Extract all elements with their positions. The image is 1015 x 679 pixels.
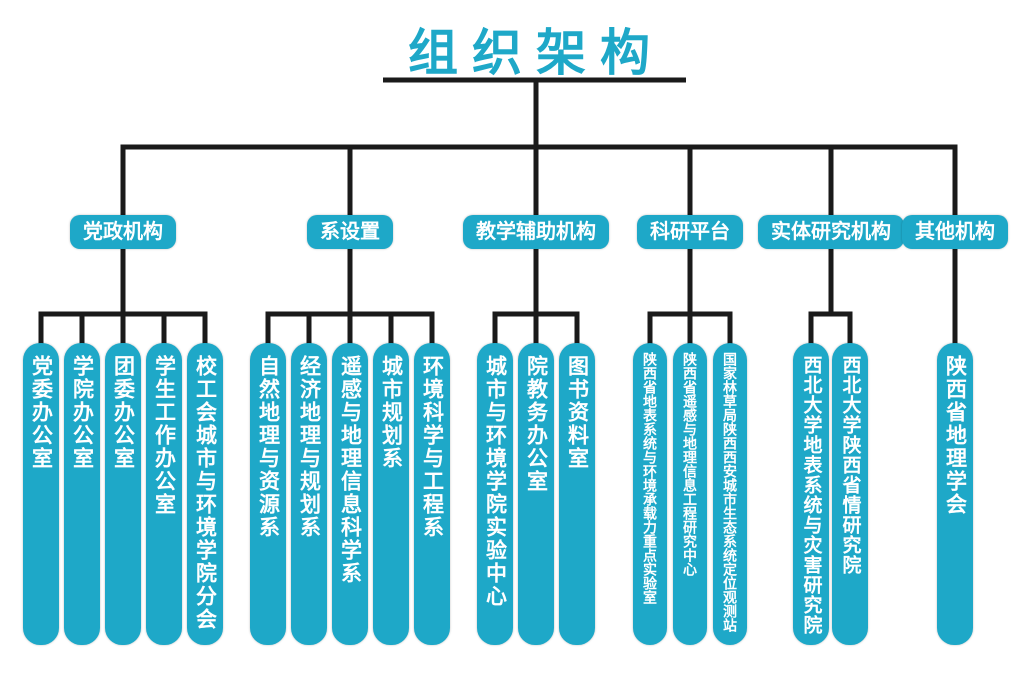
category-research-platforms: 科研平台 (637, 215, 743, 249)
group2-connectors (265, 247, 435, 345)
category-teaching-support: 教学辅助机构 (463, 215, 609, 249)
org-unit-pill: 校工会城市与环境学院分会 (187, 343, 223, 645)
org-unit-pill: 国家林草局陕西西安城市生态系统定位观测站 (713, 343, 747, 645)
org-unit-pill: 学院办公室 (64, 343, 100, 645)
category-party-government: 党政机构 (70, 215, 176, 249)
org-unit-pill: 西北大学陕西省情研究院 (832, 343, 868, 645)
org-unit-pill: 党委办公室 (23, 343, 59, 645)
group5-connectors (808, 247, 853, 345)
org-unit-pill: 陕西省地理学会 (937, 343, 973, 645)
page-title: 组织架构 (408, 25, 664, 81)
category-other-organizations: 其他机构 (902, 215, 1008, 249)
org-unit-pill: 遥感与地理信息科学系 (332, 343, 368, 645)
level1-connectors (120, 144, 958, 217)
org-unit-pill: 团委办公室 (105, 343, 141, 645)
org-unit-pill: 图书资料室 (559, 343, 595, 645)
category-departments: 系设置 (307, 215, 393, 249)
group3-connectors (492, 247, 580, 345)
org-unit-pill: 城市规划系 (373, 343, 409, 645)
org-unit-pill: 陕西省遥感与地理信息工程研究中心 (673, 343, 707, 645)
title-underline (383, 77, 686, 150)
org-unit-pill: 城市与环境学院实验中心 (477, 343, 513, 645)
org-unit-pill: 经济地理与规划系 (291, 343, 327, 645)
org-unit-pill: 自然地理与资源系 (250, 343, 286, 645)
category-research-institutes: 实体研究机构 (758, 215, 904, 249)
org-unit-pill: 院教务办公室 (518, 343, 554, 645)
org-unit-pill: 西北大学地表系统与灾害研究院 (793, 343, 829, 645)
group1-connectors (38, 247, 208, 345)
org-unit-pill: 环境科学与工程系 (414, 343, 450, 645)
org-unit-pill: 陕西省地表系统与环境承载力重点实验室 (633, 343, 667, 645)
group4-connectors (647, 247, 733, 345)
org-unit-pill: 学生工作办公室 (146, 343, 182, 645)
